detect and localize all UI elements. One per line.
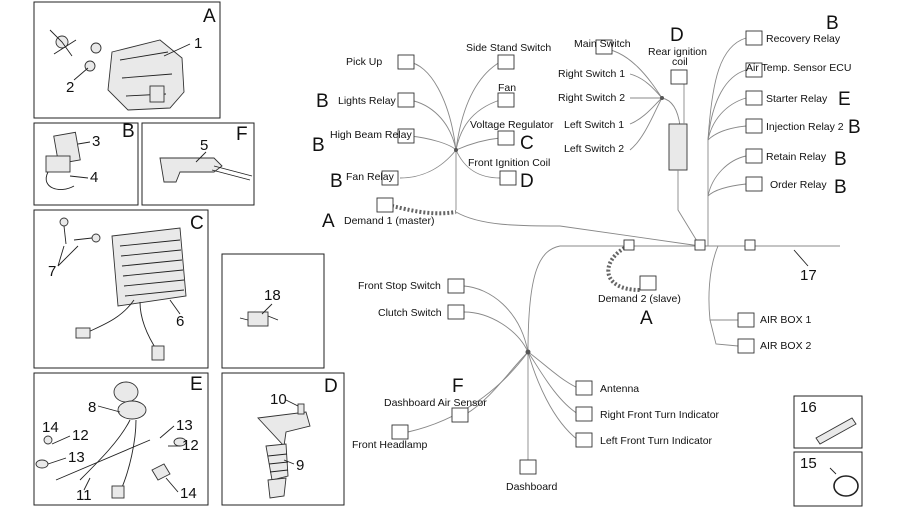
letter-rear-ignition: D <box>670 25 684 46</box>
part-number-4: 4 <box>90 169 98 186</box>
label-front-ignition-coil: Front Ignition Coil <box>468 157 550 169</box>
letter-demand-1: A <box>322 211 335 232</box>
label-rear-ignition-1: Rear ignition <box>648 46 707 58</box>
panel-d: D 10 9 <box>221 372 345 506</box>
label-retain-relay: Retain Relay <box>766 151 827 163</box>
label-fan: Fan <box>498 82 516 94</box>
part-number-16: 16 <box>800 399 817 416</box>
label-fan-relay: Fan Relay <box>346 171 395 183</box>
letter-lights-relay: B <box>316 91 329 112</box>
voltage-regulator-part <box>75 227 187 361</box>
label-air-temp-sensor: Air Temp. Sensor ECU <box>746 62 851 74</box>
label-right-switch-1: Right Switch 1 <box>558 68 625 80</box>
letter-front-ignition-coil: D <box>520 171 534 192</box>
letter-demand-2: A <box>640 308 653 329</box>
ignition-coil-part <box>257 403 311 499</box>
label-injection-relay-2: Injection Relay 2 <box>766 121 844 133</box>
letter-fan-relay: B <box>330 171 343 192</box>
part-number-15: 15 <box>800 455 817 472</box>
label-pick-up: Pick Up <box>346 56 382 68</box>
panel-a: A 1 2 <box>33 1 221 119</box>
panel-e-letter: E <box>190 374 203 395</box>
part-number-14a: 14 <box>42 419 59 436</box>
letter-order-relay: B <box>834 177 847 198</box>
part-number-8: 8 <box>88 399 96 416</box>
panel-15: 15 <box>793 451 863 507</box>
part-number-2: 2 <box>66 79 74 96</box>
panel-f: F 5 <box>141 122 255 206</box>
label-starter-relay: Starter Relay <box>766 93 828 105</box>
panel-b: B 3 4 <box>33 121 139 206</box>
part-number-13b: 13 <box>176 417 193 434</box>
rear-coil-connector <box>668 123 688 171</box>
label-high-beam-relay: High Beam Relay <box>330 129 412 141</box>
label-main-switch: Main Switch <box>574 38 631 50</box>
sensor-18-part <box>239 311 279 327</box>
part-number-7: 7 <box>48 263 56 280</box>
label-front-headlamp: Front Headlamp <box>352 439 427 451</box>
wiring-harness <box>391 37 840 460</box>
label-air-box-2: AIR BOX 2 <box>760 340 812 352</box>
label-side-stand-switch: Side Stand Switch <box>466 42 551 54</box>
label-antenna: Antenna <box>600 383 639 395</box>
panel-d-letter: D <box>324 376 338 397</box>
panel-f-letter: F <box>236 124 248 145</box>
part-number-10: 10 <box>270 391 287 408</box>
letter-dashboard-air-sensor: F <box>452 376 464 397</box>
panel-18: 18 <box>221 253 325 369</box>
panel-c-letter: C <box>190 213 204 234</box>
part-number-1: 1 <box>194 35 202 52</box>
part-number-12b: 12 <box>182 437 199 454</box>
letter-starter-relay: E <box>838 89 851 110</box>
label-lights-relay: Lights Relay <box>338 95 397 107</box>
label-rear-ignition-2: coil <box>672 56 688 68</box>
cable-tie-part <box>815 417 857 445</box>
relay-part <box>45 131 81 190</box>
harness-number: 17 <box>800 267 817 284</box>
letter-voltage-regulator: C <box>520 133 534 154</box>
label-demand-2: Demand 2 (slave) <box>598 293 681 305</box>
label-voltage-regulator: Voltage Regulator <box>470 119 554 131</box>
letter-injection-relay: B <box>848 117 861 138</box>
label-right-front-turn: Right Front Turn Indicator <box>600 409 720 421</box>
letter-recovery-relay: B <box>826 13 839 34</box>
connectors <box>376 30 763 475</box>
letter-retain-relay: B <box>834 149 847 170</box>
labels: Pick Up Side Stand Switch B Lights Relay… <box>312 13 861 493</box>
label-dashboard: Dashboard <box>506 481 558 493</box>
part-number-3: 3 <box>92 133 100 150</box>
panel-a-letter: A <box>203 6 216 27</box>
hose-clamp-part <box>829 467 859 497</box>
label-demand-1: Demand 1 (master) <box>344 215 434 227</box>
label-clutch-switch: Clutch Switch <box>378 307 442 319</box>
part-number-11: 11 <box>76 487 92 504</box>
ignition-switch-part <box>107 39 185 111</box>
label-left-front-turn: Left Front Turn Indicator <box>600 435 713 447</box>
part-number-14b: 14 <box>180 485 197 502</box>
part-number-9: 9 <box>296 457 304 474</box>
part-number-13a: 13 <box>68 449 85 466</box>
part-number-12a: 12 <box>72 427 89 444</box>
label-left-switch-1: Left Switch 1 <box>564 119 624 131</box>
panel-e: E 8 14 12 13 11 13 12 14 <box>33 372 209 506</box>
label-left-switch-2: Left Switch 2 <box>564 143 624 155</box>
label-air-box-1: AIR BOX 1 <box>760 314 812 326</box>
part-number-6: 6 <box>176 313 184 330</box>
part-number-5: 5 <box>200 137 208 154</box>
air-sensor-part <box>159 157 253 183</box>
part-number-18: 18 <box>264 287 281 304</box>
panel-16: 16 <box>793 395 863 449</box>
lock-cylinder-part <box>49 29 102 72</box>
panel-b-letter: B <box>122 121 135 142</box>
screws-part <box>59 217 101 245</box>
letter-high-beam-relay: B <box>312 135 325 156</box>
label-right-switch-2: Right Switch 2 <box>558 92 625 104</box>
label-order-relay: Order Relay <box>770 179 827 191</box>
starter-relay-part <box>35 381 187 499</box>
label-recovery-relay: Recovery Relay <box>766 33 841 45</box>
label-dashboard-air-sensor: Dashboard Air Sensor <box>384 397 487 409</box>
panel-c: C 7 6 <box>33 209 209 369</box>
label-front-stop-switch: Front Stop Switch <box>358 280 441 292</box>
